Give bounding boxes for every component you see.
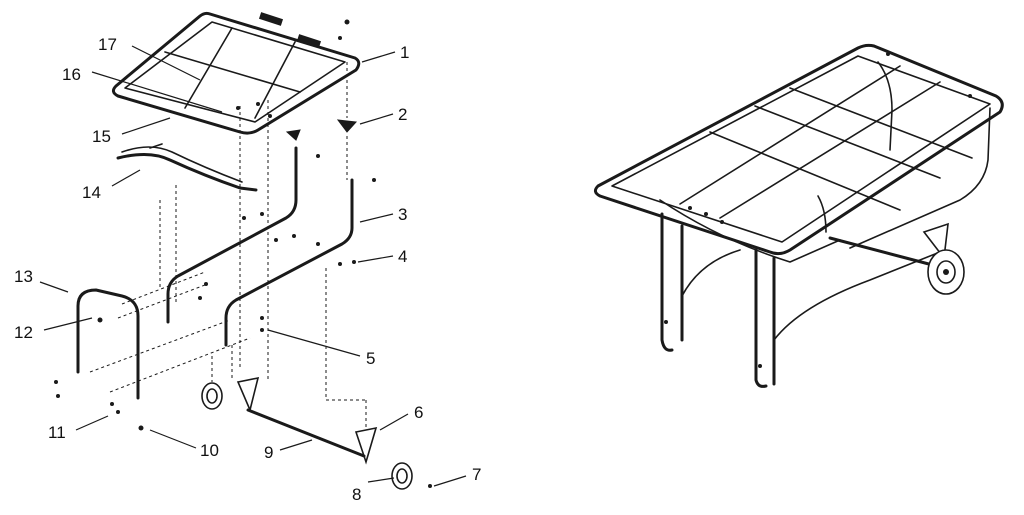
callout-13: 13 — [14, 267, 33, 286]
part-9-axle — [246, 408, 366, 458]
part-8-wheels — [201, 382, 413, 490]
callout-4: 4 — [398, 247, 407, 266]
callout-16: 16 — [62, 65, 81, 84]
callout-3: 3 — [398, 205, 407, 224]
callout-10: 10 — [200, 441, 219, 460]
callout-14: 14 — [82, 183, 101, 202]
callout-17: 17 — [98, 35, 117, 54]
callout-6: 6 — [414, 403, 423, 422]
callout-11: 11 — [48, 423, 66, 442]
callout-7: 7 — [472, 465, 481, 484]
part-14-rim-bar — [116, 143, 258, 192]
callout-9: 9 — [264, 443, 273, 462]
bracket-top — [285, 129, 301, 141]
part-13-front-leg — [76, 288, 140, 400]
callout-12: 12 — [14, 323, 33, 342]
part-2-bracket — [336, 119, 358, 133]
leader-lines — [39, 45, 467, 487]
hardware-dots — [54, 19, 432, 488]
callout-15: 15 — [92, 127, 111, 146]
assembly-guides — [89, 62, 367, 428]
part-6-wheel-plates — [236, 376, 378, 465]
exploded-view: 1 2 3 4 5 6 7 8 9 10 11 12 13 14 15 16 1… — [14, 11, 481, 504]
callout-5: 5 — [366, 349, 375, 368]
part-1-top-frame — [111, 11, 361, 135]
callout-2: 2 — [398, 105, 407, 124]
callout-8: 8 — [352, 485, 361, 504]
callout-1: 1 — [400, 43, 409, 62]
assembled-cart-view — [593, 43, 1004, 388]
callout-labels: 1 2 3 4 5 6 7 8 9 10 11 12 13 14 15 16 1… — [14, 35, 481, 504]
part-3-leg-rods — [166, 146, 354, 347]
